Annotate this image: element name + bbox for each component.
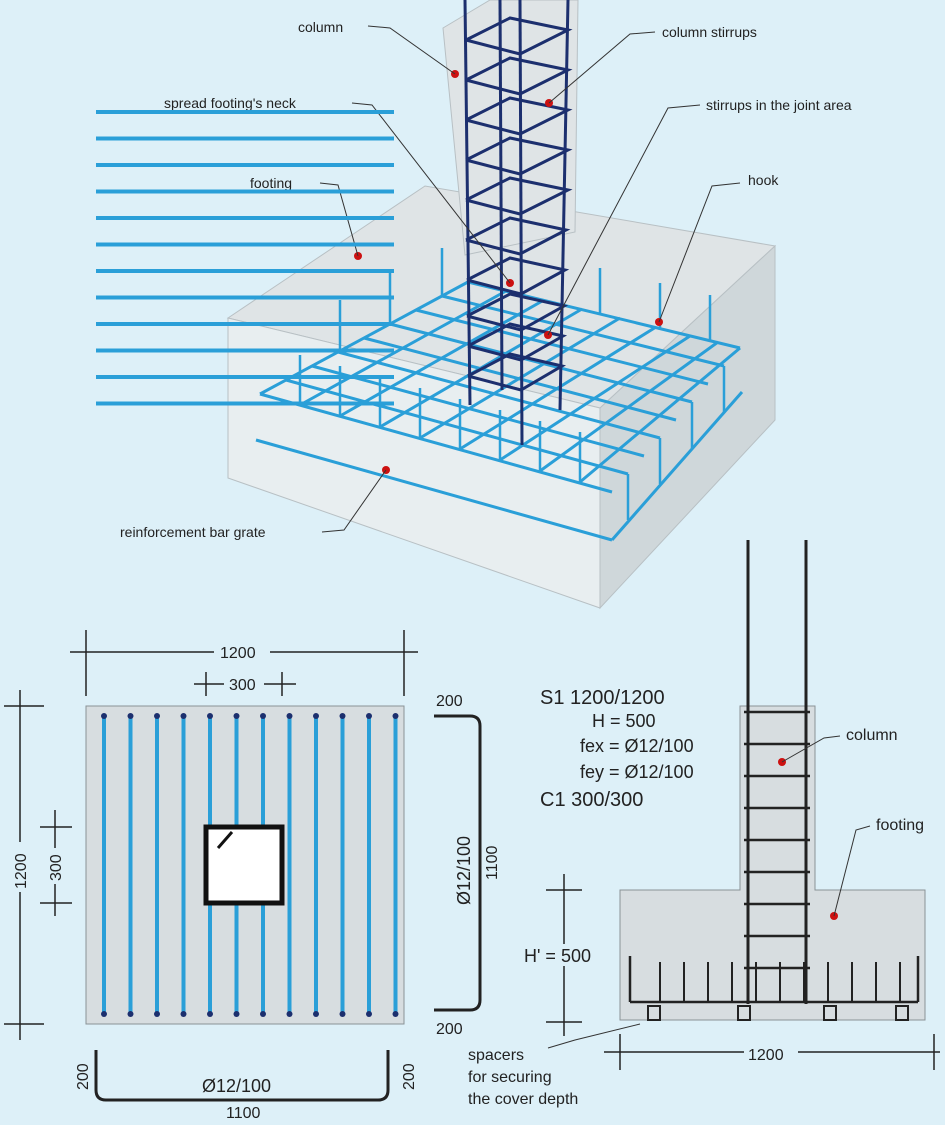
- section-hooks: [659, 962, 901, 1002]
- section-leaders: [547, 735, 871, 1049]
- plan-rebar-end: [313, 713, 319, 719]
- plan-rebar-end: [392, 713, 399, 719]
- bar-bottom-right-dim: 200: [401, 1063, 418, 1090]
- plan-rebar-end: [339, 713, 346, 719]
- plan-rebar-end: [233, 713, 240, 719]
- column-stirrups: [465, 16, 573, 392]
- plan-rebar-end: [339, 1011, 346, 1017]
- plan-column-opening: [203, 824, 285, 906]
- plan-rebar-end: [260, 1011, 266, 1017]
- section-dim-bg: [744, 1044, 798, 1064]
- label-footing: footing: [250, 175, 292, 191]
- plan-dim-1200-top: 1200: [220, 645, 256, 662]
- spec-fey: fey = Ø12/100: [580, 762, 694, 782]
- label-stirrups-joint: stirrups in the joint area: [706, 97, 852, 113]
- label-rebar-grate: reinforcement bar grate: [120, 524, 266, 540]
- label-hook: hook: [748, 172, 779, 188]
- plan-rebar-end: [207, 1011, 213, 1017]
- plan-rebar-end: [392, 1011, 399, 1017]
- label-column: column: [298, 19, 343, 35]
- plan-rebar-end: [260, 713, 266, 719]
- spec-block: S1 1200/1200 H = 500 fex = Ø12/100 fey =…: [540, 687, 694, 811]
- bar-shape-bottom-bar: [94, 1050, 390, 1102]
- plan-rebar-end: [286, 713, 293, 719]
- spacer: [823, 1005, 837, 1021]
- bar-right-top-dim: 200: [436, 693, 463, 710]
- isometric-footing-view: column column stirrups spread footing's …: [120, 0, 852, 610]
- section-spacers-3: the cover depth: [468, 1091, 578, 1108]
- bar-right-bottom-dim: 200: [436, 1021, 463, 1038]
- bar-bottom-spec: Ø12/100: [202, 1076, 271, 1096]
- plan-dim-1200-left: 1200: [13, 853, 30, 889]
- plan-rebar-end: [207, 713, 213, 719]
- section-h-bg: [520, 944, 600, 966]
- label-spread-footing-neck: spread footing's neck: [164, 95, 297, 111]
- footing-right-face: [599, 244, 776, 610]
- plan-rebar-end: [233, 1011, 240, 1017]
- plan-column-hook: [216, 831, 234, 849]
- section-spacers-2: for securing: [468, 1069, 552, 1086]
- spacer: [647, 1005, 661, 1021]
- section-column-bars: [746, 540, 808, 1004]
- spec-h: H = 500: [592, 711, 656, 731]
- spec-c1: C1 300/300: [540, 789, 643, 811]
- plan-rebar-end: [127, 1011, 134, 1017]
- iso-leaders: [319, 25, 741, 533]
- spacer: [737, 1005, 751, 1021]
- plan-rebar-end: [366, 1011, 372, 1017]
- spec-fex: fex = Ø12/100: [580, 736, 694, 756]
- section-spacers-1: spacers: [468, 1047, 524, 1064]
- plan-rebar-end: [313, 1011, 319, 1017]
- bar-shape-right: 200 200 Ø12/100 1100: [434, 693, 501, 1038]
- section-stirrups: [744, 710, 810, 970]
- footing-marker: [354, 252, 362, 260]
- section-label-column: column: [846, 727, 898, 744]
- plan-view: 1200 300 1200 300: [4, 110, 418, 1040]
- plan-dim-300-left: 300: [48, 854, 65, 881]
- section-h-prime: H' = 500: [524, 946, 591, 966]
- bar-bottom-length: 1100: [226, 1105, 261, 1120]
- rebar-hooks: [298, 248, 726, 520]
- bar-bottom-left-dim: 200: [75, 1063, 92, 1090]
- label-column-stirrups: column stirrups: [662, 24, 757, 40]
- rebar-grate: [255, 280, 744, 542]
- plan-rebar-end: [127, 713, 134, 719]
- plan-dim-left-300-bg: [46, 848, 64, 884]
- spec-s1: S1 1200/1200: [540, 687, 665, 709]
- plan-rebar-end: [101, 713, 107, 719]
- plan-dim-1200-bg: [214, 640, 270, 662]
- section-dim-1200-text: 1200: [748, 1047, 784, 1064]
- plan-rebar-end: [180, 1011, 187, 1017]
- plan-rebar-end: [154, 713, 160, 719]
- plan-dim-left-bg: [10, 842, 30, 892]
- plan-rebar-end: [101, 1011, 107, 1017]
- plan-dim-300-bg: [224, 674, 264, 694]
- spacer: [895, 1005, 909, 1021]
- plan-rebar-end: [180, 713, 187, 719]
- section-concrete: [619, 705, 926, 1021]
- bar-right-spec: Ø12/100: [454, 836, 474, 905]
- bar-shape-bottom: 200 200 Ø12/100 1100: [75, 1050, 418, 1122]
- plan-rebar-end: [154, 1011, 160, 1017]
- section-spacers: [647, 1005, 909, 1021]
- plan-dim-300-top: 300: [229, 677, 256, 694]
- plan-rebar-end: [286, 1011, 293, 1017]
- section-bottom-mesh: [628, 956, 920, 1004]
- plan-rebar-dots: [101, 713, 399, 1017]
- section-label-footing: footing: [876, 817, 924, 834]
- plan-rebar-end: [366, 713, 372, 719]
- bar-right-length: 1100: [484, 845, 501, 880]
- section-view: H' = 500 1200 column footing spacers for…: [468, 540, 940, 1108]
- bar-shape-right-bar: [434, 714, 482, 1012]
